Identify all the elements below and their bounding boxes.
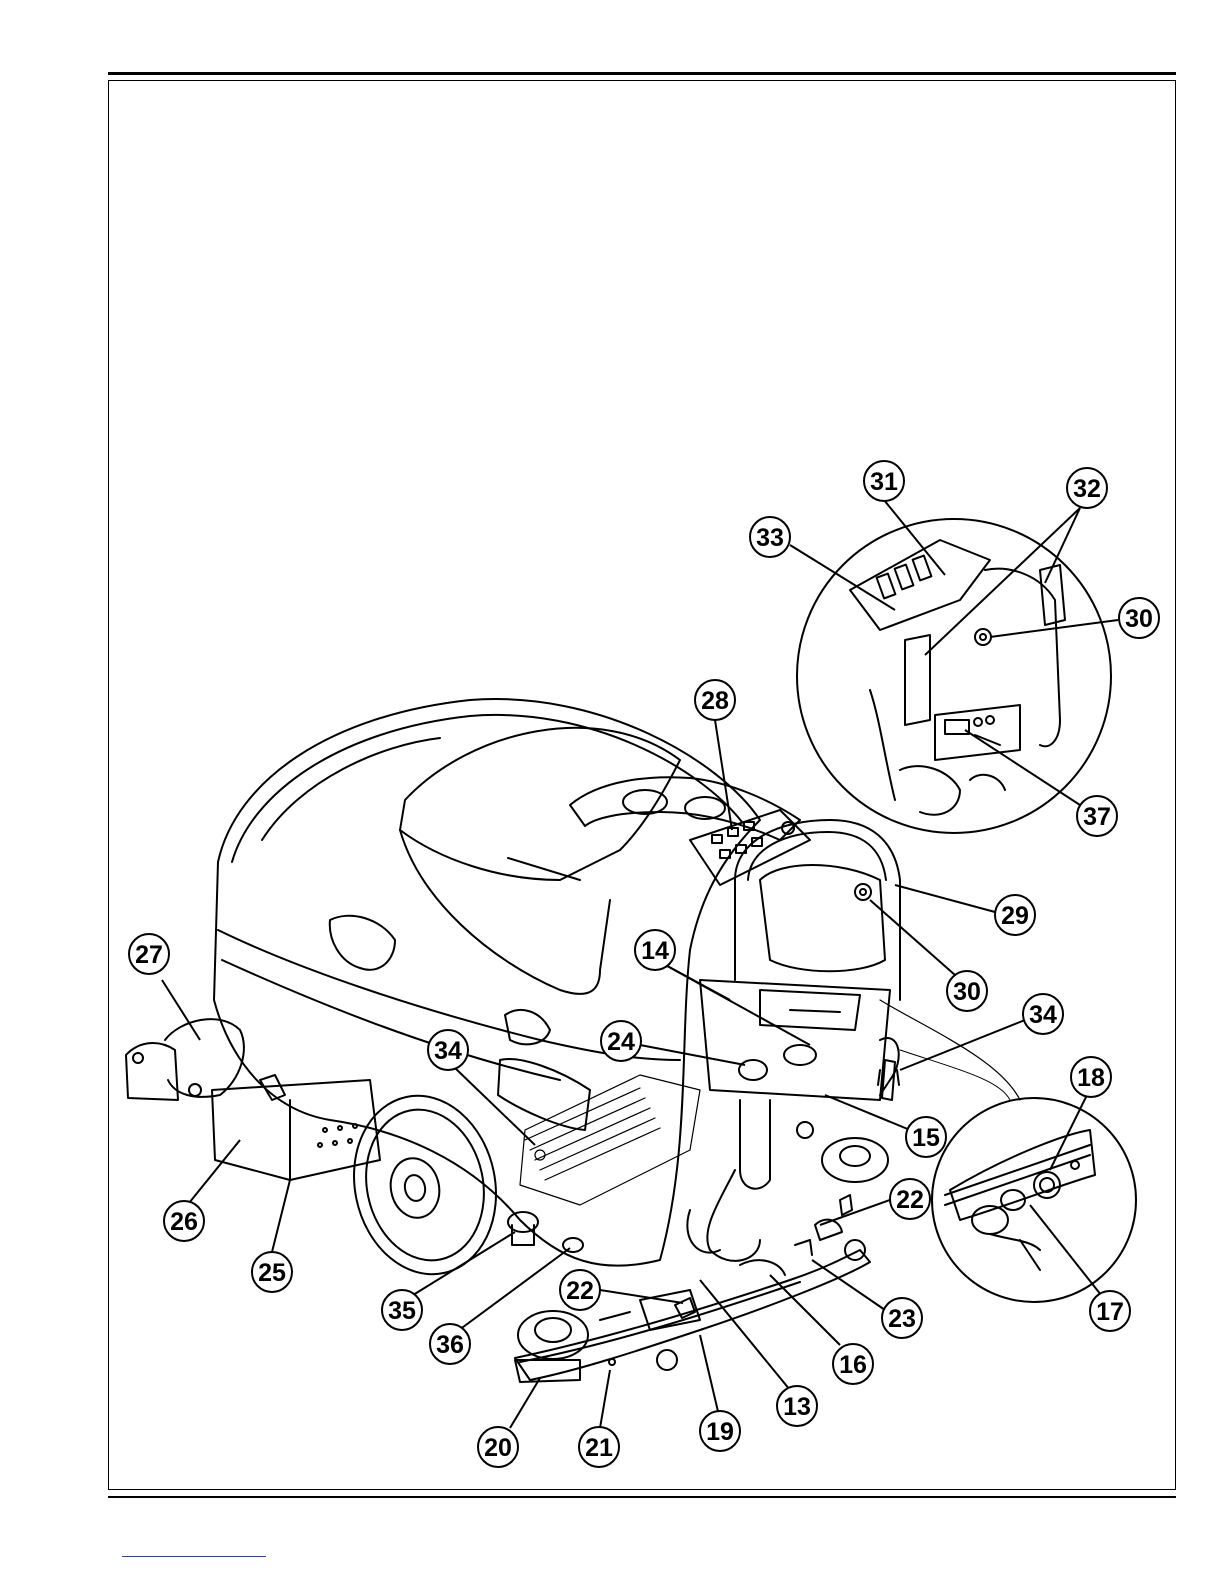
- callout-15: 15: [906, 1117, 946, 1157]
- callout-label: 22: [566, 1277, 594, 1305]
- callout-23: 23: [882, 1298, 922, 1338]
- callout-30: 30: [1119, 598, 1159, 638]
- callout-label: 24: [607, 1028, 635, 1056]
- callout-label: 18: [1077, 1064, 1105, 1092]
- callout-19: 19: [700, 1411, 740, 1451]
- callout-label: 36: [436, 1331, 464, 1359]
- callout-28: 28: [695, 680, 735, 720]
- recovery-tank-body: [214, 699, 760, 1266]
- callout-18: 18: [1071, 1057, 1111, 1097]
- callout-22: 22: [560, 1270, 600, 1310]
- callout-label: 21: [585, 1434, 613, 1462]
- callout-35: 35: [382, 1290, 422, 1330]
- callout-label: 27: [135, 941, 163, 969]
- callout-layer: 31 32 33 30 28 37 29 27 14 30 34 34 24 1…: [129, 461, 1159, 1467]
- top-tray: [570, 777, 800, 840]
- callout-20: 20: [478, 1427, 518, 1467]
- callout-label: 17: [1096, 1298, 1124, 1326]
- callout-25: 25: [252, 1252, 292, 1292]
- callout-label: 29: [1001, 902, 1029, 930]
- callout-label: 30: [953, 978, 981, 1006]
- callout-label: 14: [641, 937, 669, 965]
- scrub-deck-front: [126, 1019, 380, 1180]
- callout-13: 13: [777, 1386, 817, 1426]
- callout-22: 22: [890, 1179, 930, 1219]
- callout-36: 36: [430, 1324, 470, 1364]
- callout-32: 32: [1067, 468, 1107, 508]
- callout-30: 30: [947, 971, 987, 1011]
- callout-label: 28: [701, 687, 729, 715]
- callout-label: 23: [888, 1305, 916, 1333]
- callout-label: 33: [756, 524, 784, 552]
- callout-27: 27: [129, 934, 169, 974]
- callout-17: 17: [1090, 1291, 1130, 1331]
- callout-31: 31: [864, 461, 904, 501]
- callout-26: 26: [164, 1201, 204, 1241]
- callout-label: 34: [1029, 1001, 1057, 1029]
- callout-37: 37: [1077, 796, 1117, 836]
- callout-label: 37: [1083, 803, 1111, 831]
- control-panel: [690, 810, 810, 885]
- callout-label: 31: [870, 468, 898, 496]
- battery-pack: [520, 1075, 700, 1205]
- callout-label: 35: [388, 1297, 416, 1325]
- callout-label: 15: [912, 1124, 940, 1152]
- callout-label: 26: [170, 1208, 198, 1236]
- callout-label: 32: [1073, 475, 1101, 503]
- callout-16: 16: [833, 1344, 873, 1384]
- callout-21: 21: [579, 1427, 619, 1467]
- callout-14: 14: [635, 930, 675, 970]
- callout-33: 33: [750, 517, 790, 557]
- detail-circle-controls: [797, 519, 1111, 833]
- callout-29: 29: [995, 895, 1035, 935]
- callout-34: 34: [428, 1030, 468, 1070]
- callout-label: 34: [434, 1037, 462, 1065]
- callout-label: 20: [484, 1434, 512, 1462]
- callout-label: 16: [839, 1351, 867, 1379]
- callout-label: 22: [896, 1186, 924, 1214]
- callout-label: 13: [783, 1393, 811, 1421]
- callout-34: 34: [1023, 994, 1063, 1034]
- detail-circle-charger: [932, 1098, 1136, 1302]
- callout-label: 19: [706, 1418, 734, 1446]
- callout-label: 25: [258, 1259, 286, 1287]
- rear-frame: [687, 980, 898, 1261]
- callout-24: 24: [601, 1021, 641, 1061]
- callout-label: 30: [1125, 605, 1153, 633]
